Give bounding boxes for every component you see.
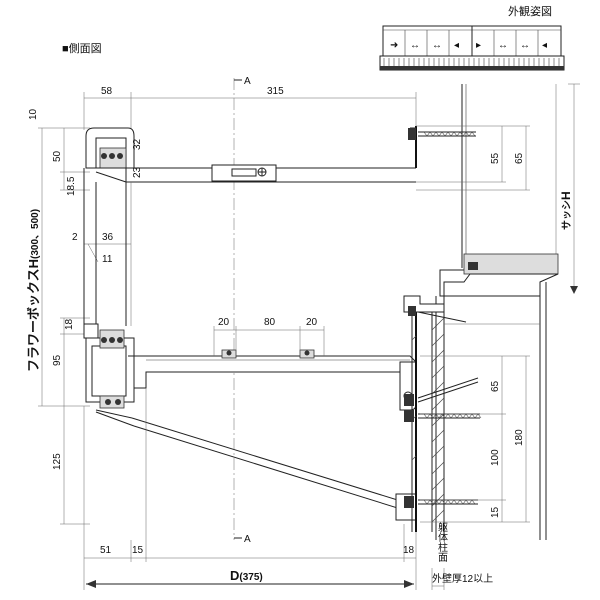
- bottom-dimensions: 51 15 18 D(375): [83, 388, 417, 590]
- arrow-right-icon: ➜: [390, 40, 398, 51]
- support-arm: [95, 409, 417, 521]
- dim-23: 23: [132, 166, 143, 178]
- body-surface-label: 躯体柱面: [436, 521, 448, 563]
- top-dimensions: 58 315: [83, 86, 417, 130]
- middle-dimensions: 20 80 20: [213, 317, 325, 356]
- section-marker-bottom: A: [244, 534, 251, 545]
- right-dimensions: 55 65 サッシH 65 180 100 15: [416, 83, 580, 523]
- sash-h-prefix: サッシ: [561, 200, 573, 230]
- sash-h-label: H: [559, 191, 573, 200]
- left-dimensions: 10 50 18.5 フラワーボックスH(300、500) 2 36 11 18…: [26, 108, 131, 525]
- dim-2: 2: [72, 232, 78, 243]
- flower-box-h-label: フラワーボックスH: [26, 259, 41, 372]
- section-marker-top: A: [244, 76, 251, 87]
- dim-180: 180: [514, 429, 525, 446]
- dim-15-right: 15: [490, 506, 501, 518]
- dim-36: 36: [102, 232, 114, 243]
- wall-annotations: 躯体柱面 外壁厚12以上: [431, 521, 493, 590]
- dim-65-top: 65: [514, 152, 525, 164]
- dim-20-a: 20: [218, 317, 230, 328]
- side-view-title: ■側面図: [62, 42, 102, 55]
- dim-315: 315: [267, 86, 284, 97]
- exterior-view-thumbnail: ➜ ↔ ↔ ◂ ▸ ↔ ↔ ◂: [379, 25, 565, 71]
- arrow-left-icon: ◂: [454, 40, 459, 51]
- arrow-left-icon: ◂: [542, 40, 547, 51]
- dim-58: 58: [101, 86, 113, 97]
- wall-thickness-label: 外壁厚12以上: [432, 572, 493, 585]
- dim-18-5: 18.5: [66, 176, 77, 196]
- dim-11: 11: [102, 254, 113, 265]
- depth-d-value: (375): [239, 572, 262, 583]
- lower-rail: [83, 323, 417, 411]
- upper-rail: 32 23: [85, 126, 417, 183]
- arrow-both-icon: ↔: [498, 40, 508, 51]
- dim-125: 125: [52, 453, 63, 470]
- section-line-a: A A: [233, 76, 251, 545]
- arrow-right-icon: ▸: [476, 40, 481, 51]
- dim-18-left: 18: [64, 318, 75, 330]
- svg-text:D(375): D(375): [230, 568, 263, 583]
- dim-65: 65: [490, 380, 501, 392]
- depth-d-label: D: [230, 568, 239, 583]
- dim-50: 50: [52, 150, 63, 162]
- left-post: [83, 168, 132, 326]
- arrow-both-icon: ↔: [520, 40, 530, 51]
- svg-text:サッシH: サッシH: [559, 191, 573, 230]
- dim-18-bottom: 18: [403, 545, 415, 556]
- dim-10: 10: [28, 108, 39, 120]
- dim-51: 51: [100, 545, 112, 556]
- svg-text:フラワーボックスH(300、500): フラワーボックスH(300、500): [26, 209, 41, 372]
- window-sash: [443, 84, 559, 297]
- arrow-both-icon: ↔: [432, 40, 442, 51]
- arrow-both-icon: ↔: [410, 40, 420, 51]
- dim-100: 100: [490, 449, 501, 466]
- dim-80: 80: [264, 317, 276, 328]
- dim-32: 32: [132, 138, 143, 150]
- screws: [404, 128, 482, 508]
- dim-55: 55: [490, 152, 501, 164]
- exterior-view-title: 外観姿図: [508, 4, 552, 18]
- dim-15-bottom: 15: [132, 545, 144, 556]
- flower-box-h-range: (300、500): [30, 209, 41, 259]
- dim-95: 95: [52, 354, 63, 366]
- dim-20-b: 20: [306, 317, 318, 328]
